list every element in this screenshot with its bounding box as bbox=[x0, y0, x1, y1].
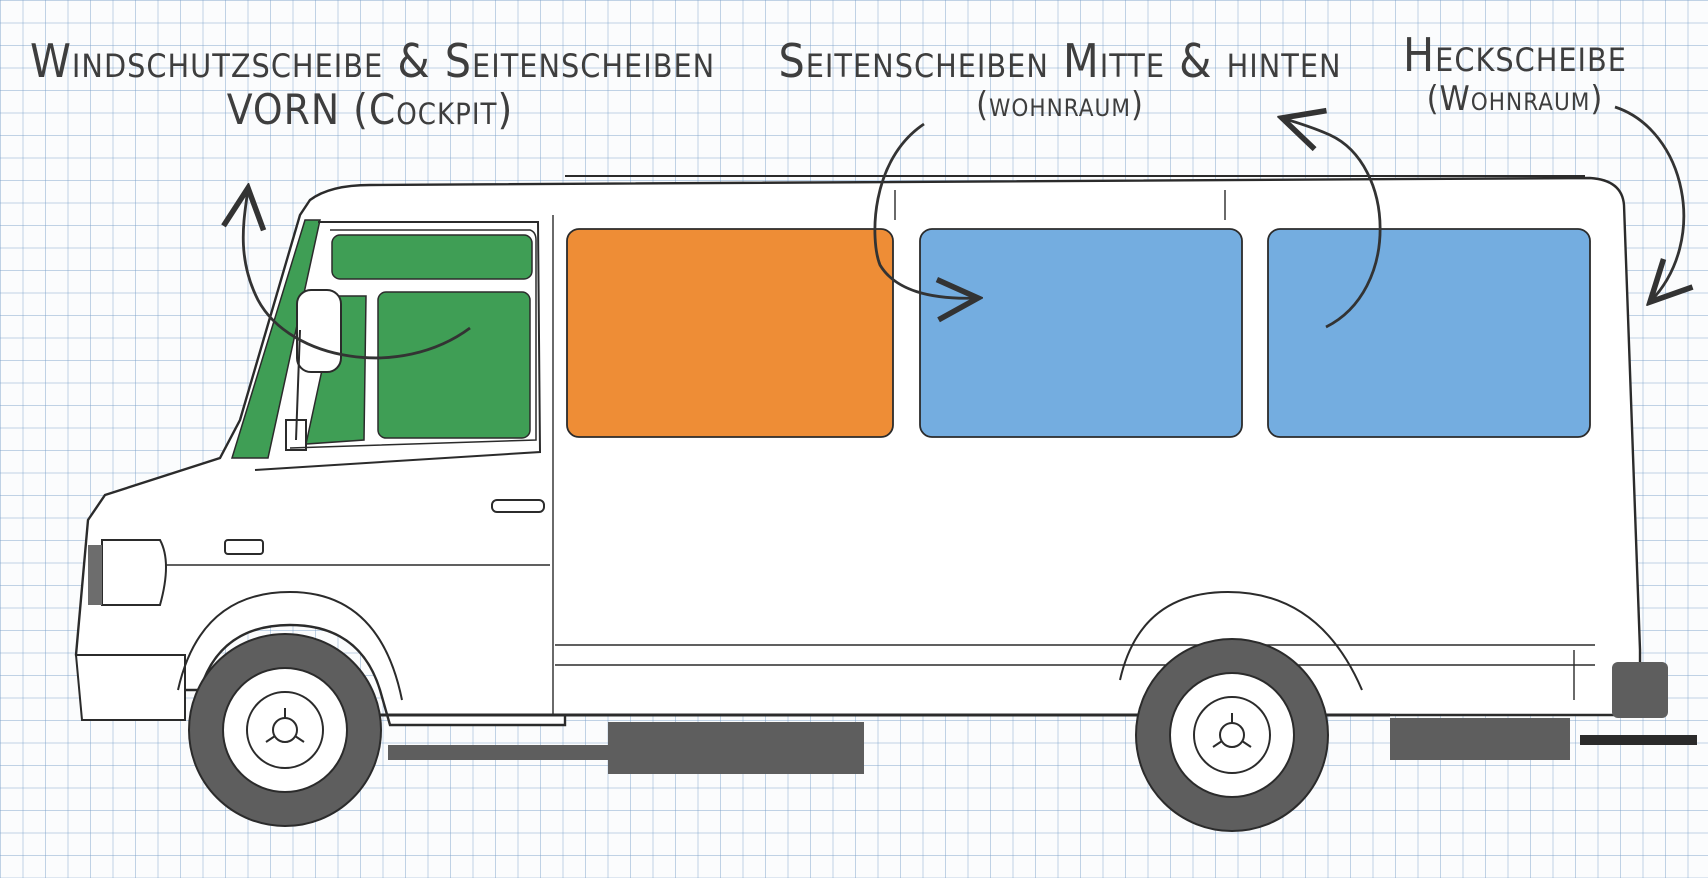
fuel-tank bbox=[608, 722, 864, 774]
label-rear-line2: (Wohnraum) bbox=[1426, 78, 1604, 119]
side-mirror bbox=[296, 289, 342, 373]
arrow-cockpit bbox=[243, 188, 471, 360]
label-rear: Heckscheibe (Wohnraum) bbox=[1395, 30, 1635, 118]
door-handle bbox=[491, 499, 545, 513]
rear-step bbox=[1390, 718, 1570, 760]
cab-window-side bbox=[377, 291, 531, 439]
arrow-rear-side bbox=[1282, 118, 1382, 329]
label-middle-line1: Seitenscheiben Mitte & hinten bbox=[778, 34, 1342, 88]
label-middle: Seitenscheiben Mitte & hinten (wohnraum) bbox=[770, 36, 1350, 124]
body-panel-lines bbox=[150, 190, 1595, 715]
rear-wheel-arch bbox=[1119, 590, 1363, 691]
headlight bbox=[101, 539, 167, 606]
windshield bbox=[230, 219, 321, 459]
cab-window-top bbox=[331, 234, 533, 280]
arrow-middle-window bbox=[873, 122, 978, 298]
front-grille bbox=[88, 545, 102, 605]
label-cockpit: Windschutzscheibe & Seitenscheiben VORN … bbox=[30, 34, 716, 134]
front-wheel-arch bbox=[177, 590, 403, 701]
cab-door-frame bbox=[254, 221, 542, 471]
mirror-arm bbox=[285, 329, 307, 451]
rear-bumper bbox=[1612, 662, 1668, 718]
label-middle-line2: (wohnraum) bbox=[976, 84, 1144, 125]
label-cockpit-line1: Windschutzscheibe & Seitenscheiben bbox=[30, 34, 716, 88]
front-wheel bbox=[188, 633, 382, 827]
side-marker bbox=[224, 539, 264, 555]
middle-window bbox=[566, 228, 894, 438]
rear-window-2 bbox=[1267, 228, 1591, 438]
rear-wheel bbox=[1135, 638, 1329, 832]
front-bumper bbox=[74, 654, 186, 721]
label-rear-line1: Heckscheibe bbox=[1403, 28, 1627, 82]
arrow-rear-window bbox=[1614, 105, 1684, 302]
cab-door-inner bbox=[289, 229, 537, 449]
rear-window-1 bbox=[919, 228, 1243, 438]
exhaust-pipe bbox=[388, 745, 610, 760]
label-cockpit-line2: VORN (Cockpit) bbox=[226, 84, 514, 134]
